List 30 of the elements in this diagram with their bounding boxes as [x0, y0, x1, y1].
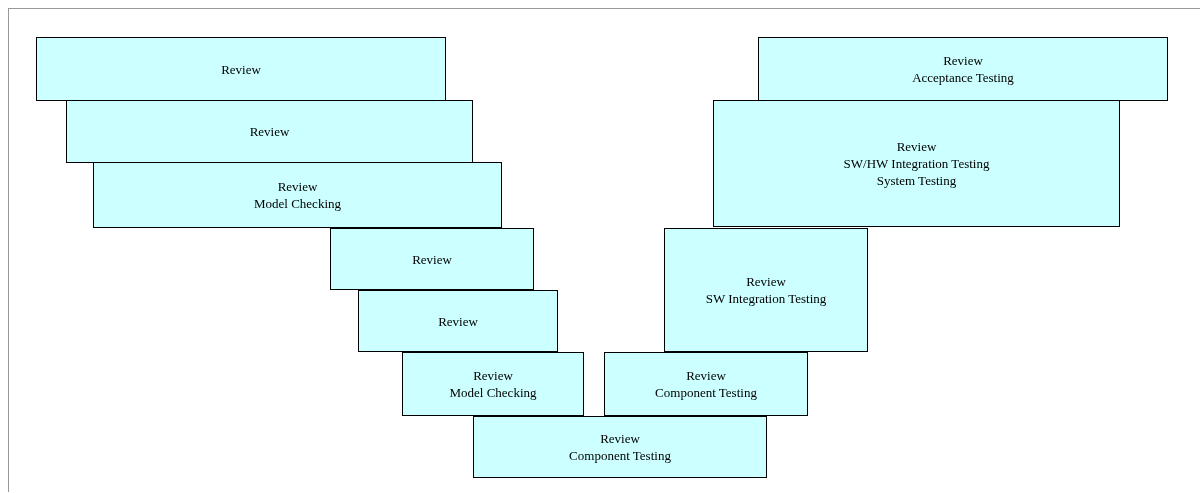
box-text: Model Checking: [254, 195, 341, 212]
box-heading: Review: [473, 367, 513, 384]
box-heading: Review: [438, 312, 478, 330]
box-text: Model Checking: [449, 384, 537, 401]
review-box: [473, 416, 767, 478]
box-heading: Review: [600, 430, 640, 447]
box-text: SW/HW Integration Testing: [843, 155, 990, 172]
review-box: [358, 290, 558, 352]
review-box: [664, 228, 868, 352]
review-box: [758, 37, 1168, 101]
box-heading: Review: [686, 367, 726, 384]
review-box: [93, 162, 502, 228]
review-box: [330, 228, 534, 290]
box-text: Component Testing: [569, 447, 671, 464]
box-text: System Testing: [876, 172, 957, 189]
box-heading: Review: [896, 138, 937, 155]
review-box: [66, 100, 473, 163]
box-text: Component Testing: [655, 384, 757, 401]
review-box: [604, 352, 808, 416]
review-box: [36, 37, 446, 101]
box-heading: Review: [249, 123, 290, 140]
box-heading: Review: [943, 52, 983, 69]
box-heading: Review: [277, 178, 318, 195]
review-box: [402, 352, 584, 416]
box-heading: Review: [221, 60, 261, 78]
box-heading: Review: [746, 273, 786, 290]
box-text: Acceptance Testing: [912, 69, 1014, 86]
review-box: [713, 100, 1120, 227]
box-text: SW Integration Testing: [705, 290, 827, 307]
box-heading: Review: [412, 250, 452, 268]
